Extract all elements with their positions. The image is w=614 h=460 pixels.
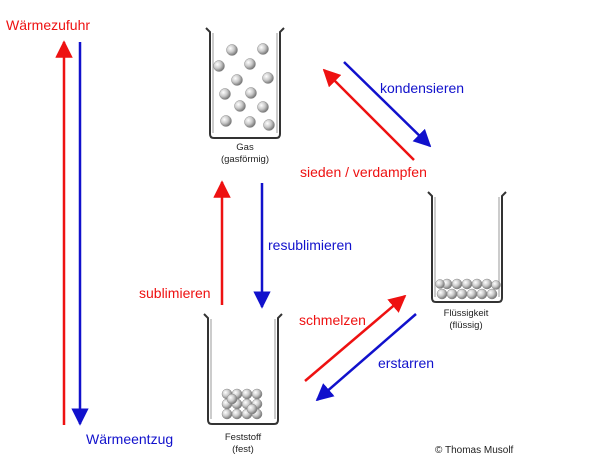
condense-arrow: [343, 61, 432, 148]
liquid-particles: [435, 278, 501, 300]
solid-beaker: [203, 313, 283, 425]
gas-label: Gas: [236, 142, 254, 153]
boil-label: sieden / verdampfen: [300, 164, 427, 180]
gas-state-label: (gasförmig): [221, 154, 269, 165]
melt-arrow: [304, 294, 407, 382]
condense-label: kondensieren: [380, 80, 464, 96]
sublimate-label: sublimieren: [139, 285, 211, 301]
liquid-beaker: [427, 191, 507, 303]
melt-label: schmelzen: [299, 312, 366, 328]
solid-state-label: (fest): [232, 444, 254, 455]
resublimate-label: resublimieren: [268, 237, 352, 253]
liquid-label: Flüssigkeit: [444, 308, 489, 319]
solid-label: Feststoff: [225, 432, 262, 443]
gas-particles: [213, 43, 275, 131]
solid-particles: [221, 388, 263, 420]
gas-beaker: [205, 27, 285, 139]
boil-arrow: [322, 68, 415, 161]
liquid-state-label: (flüssig): [449, 320, 482, 331]
copyright-text: © Thomas Musolf: [435, 445, 514, 456]
freeze-arrow: [315, 313, 417, 402]
freeze-label: erstarren: [378, 355, 434, 371]
heat-supply-label: Wärmezufuhr: [6, 17, 90, 33]
heat-removal-label: Wärmeentzug: [86, 431, 173, 447]
